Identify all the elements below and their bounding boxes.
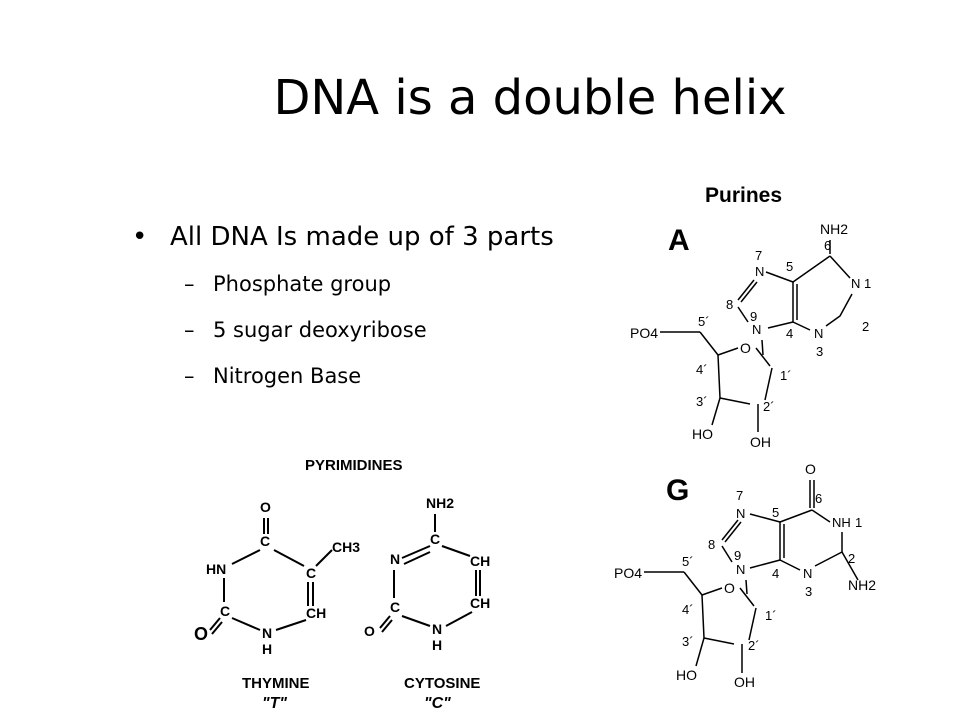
adenine-n3: N	[814, 326, 823, 341]
adenine-num8: 8	[726, 297, 733, 312]
adenine-structure: A NH2 6 N 1 2 N 3 4 5 7 N 8 9 N PO4 5´ O…	[630, 221, 871, 450]
guanine-oh: OH	[734, 674, 755, 690]
cytosine-ch1: CH	[470, 553, 490, 569]
guanine-num4: 4	[772, 566, 779, 581]
adenine-num7: 7	[755, 248, 762, 263]
sub-item: – 5 sugar deoxyribose	[132, 318, 554, 364]
guanine-n3: N	[803, 566, 812, 581]
guanine-po4: PO4	[614, 565, 642, 581]
thymine-structure: O C CH3 HN C C CH O N H THYMINE "T"	[194, 499, 360, 712]
guanine-c3p: 3´	[682, 634, 694, 649]
thymine-c-left: C	[220, 603, 230, 619]
adenine-oh: OH	[750, 434, 771, 450]
thymine-c-right: C	[306, 565, 316, 581]
thymine-ch3: CH3	[332, 539, 360, 555]
guanine-n7: N	[736, 506, 745, 521]
thymine-o-left: O	[194, 624, 208, 644]
dash-icon: –	[184, 272, 195, 296]
guanine-c1p: 1´	[765, 608, 777, 623]
cytosine-h-bottom: H	[432, 637, 442, 653]
guanine-c4p: 4´	[682, 602, 694, 617]
sub-item: – Nitrogen Base	[132, 364, 554, 410]
cytosine-c-top: C	[430, 531, 440, 547]
cytosine-o-left: O	[364, 623, 375, 639]
adenine-num5: 5	[786, 259, 793, 274]
purines-header: Purines	[705, 184, 782, 207]
dash-icon: –	[184, 318, 195, 342]
guanine-num8: 8	[708, 537, 715, 552]
guanine-num5: 5	[772, 505, 779, 520]
guanine-c5p: 5´	[682, 554, 694, 569]
guanine-num7: 7	[736, 488, 743, 503]
adenine-c5p: 5´	[698, 314, 710, 329]
adenine-num9: 9	[750, 309, 757, 324]
guanine-c2p: 2´	[748, 638, 760, 653]
thymine-n-bottom: N	[262, 625, 272, 641]
cytosine-n-bottom: N	[432, 621, 442, 637]
guanine-num2: 2	[848, 551, 855, 566]
adenine-o: O	[740, 340, 751, 356]
cytosine-structure: NH2 C N CH C CH O N H CYTOSINE "C"	[364, 495, 490, 712]
sub-item-text: 5 sugar deoxyribose	[213, 318, 427, 342]
adenine-num4: 4	[786, 326, 793, 341]
cytosine-ch2: CH	[470, 595, 490, 611]
adenine-n7: N	[755, 264, 764, 279]
bullet-text: All DNA Is made up of 3 parts	[170, 222, 554, 252]
bullet-list: • All DNA Is made up of 3 parts – Phosph…	[132, 222, 554, 410]
sub-item: – Phosphate group	[132, 272, 554, 318]
bullet-item: • All DNA Is made up of 3 parts	[132, 222, 554, 262]
guanine-num9: 9	[734, 548, 741, 563]
thymine-ch: CH	[306, 605, 326, 621]
adenine-num3: 3	[816, 344, 823, 359]
adenine-num1: 1	[864, 276, 871, 291]
guanine-nh1: NH	[832, 515, 851, 530]
adenine-letter: A	[668, 224, 690, 257]
purines-figure: Purines A NH2 6 N 1 2 N 3 4 5 7 N 8 9 N …	[614, 184, 876, 690]
cytosine-nh2: NH2	[426, 495, 454, 511]
cytosine-name: CYTOSINE	[404, 675, 480, 692]
cytosine-code: "C"	[424, 695, 451, 712]
adenine-po4: PO4	[630, 325, 658, 341]
adenine-c1p: 1´	[780, 368, 792, 383]
cytosine-c-left: C	[390, 599, 400, 615]
adenine-c3p: 3´	[696, 394, 708, 409]
thymine-h-bottom: H	[262, 641, 272, 657]
guanine-ho: HO	[676, 667, 697, 683]
adenine-ho: HO	[692, 426, 713, 442]
pyrimidines-header: PYRIMIDINES	[305, 457, 403, 474]
adenine-n1: N	[851, 276, 860, 291]
cytosine-n-left: N	[390, 551, 400, 567]
guanine-nh2: NH2	[848, 577, 876, 593]
guanine-letter: G	[666, 474, 689, 507]
sub-list: – Phosphate group – 5 sugar deoxyribose …	[132, 272, 554, 410]
guanine-o-top: O	[805, 461, 816, 477]
guanine-num3: 3	[805, 584, 812, 599]
adenine-c2p: 2´	[763, 399, 775, 414]
guanine-o: O	[724, 580, 735, 596]
pyrimidines-figure: PYRIMIDINES O C CH3 HN C C CH O N H THYM…	[194, 457, 490, 712]
thymine-c-top: C	[260, 533, 270, 549]
bullet-dot-icon: •	[132, 222, 148, 252]
adenine-nh2: NH2	[820, 221, 848, 237]
adenine-num2: 2	[862, 319, 869, 334]
guanine-num1: 1	[855, 515, 862, 530]
adenine-c4p: 4´	[696, 362, 708, 377]
guanine-num6: 6	[815, 491, 822, 506]
adenine-num6: 6	[824, 238, 831, 253]
thymine-hn: HN	[206, 561, 226, 577]
guanine-structure: G O 6 NH 1 2 N 3 NH2 4 5 7 N 8 9 N PO4 5…	[614, 461, 876, 690]
dash-icon: –	[184, 364, 195, 388]
sub-item-text: Phosphate group	[213, 272, 392, 296]
thymine-name: THYMINE	[242, 675, 310, 692]
sub-item-text: Nitrogen Base	[213, 364, 362, 388]
adenine-n9: N	[752, 322, 761, 337]
slide-title: DNA is a double helix	[273, 70, 787, 126]
thymine-o-top: O	[260, 499, 271, 515]
thymine-code: "T"	[262, 695, 287, 712]
guanine-n9: N	[736, 562, 745, 577]
